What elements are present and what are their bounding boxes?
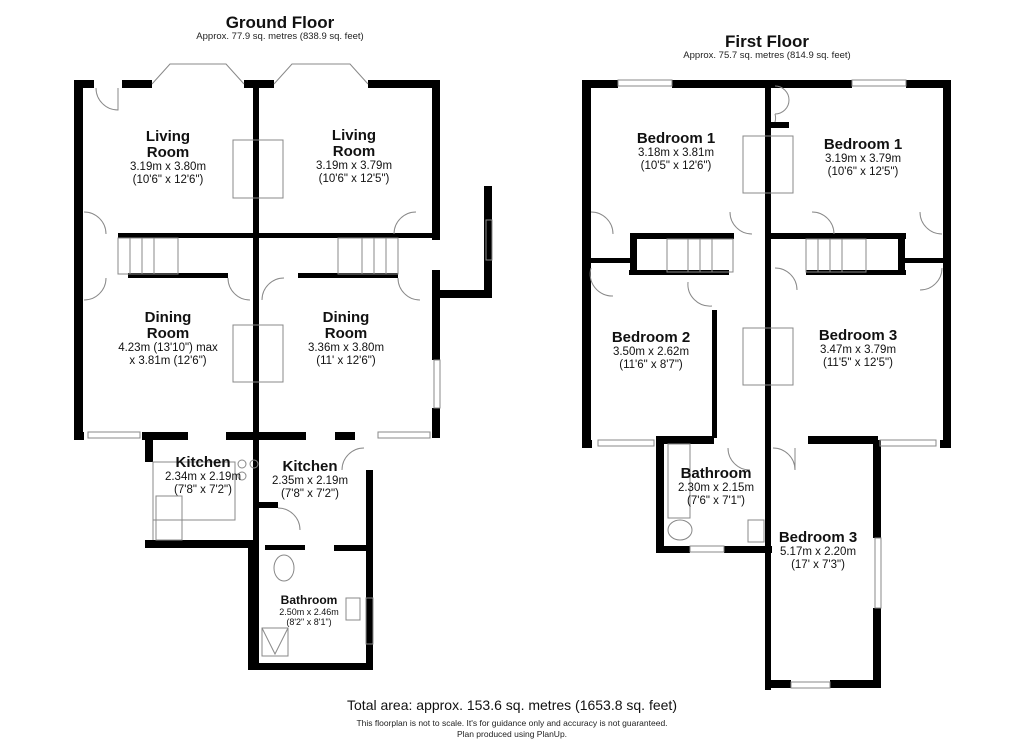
- room-label-kitchen-left: Kitchen 2.34m x 2.19m (7'8" x 7'2"): [164, 454, 242, 497]
- ground-floor-fixtures: [83, 63, 493, 657]
- room-label-bathroom-first: Bathroom 2.30m x 2.15m (7'6" x 7'1"): [677, 465, 755, 508]
- total-area: Total area: approx. 153.6 sq. metres (16…: [347, 697, 677, 713]
- ground-floor-walls: [74, 80, 492, 670]
- room-label-bathroom-ground: Bathroom 2.50m x 2.46m (8'2" x 8'1"): [279, 593, 339, 628]
- ground-floor-title: Ground Floor: [225, 13, 335, 32]
- room-label-dining-room-right: Dining Room 3.36m x 3.80m (11' x 12'6"): [307, 309, 385, 368]
- room-label-bedroom-1-left: Bedroom 1 3.18m x 3.81m (10'5" x 12'6"): [636, 130, 716, 173]
- first-floor-fixtures: [589, 79, 943, 689]
- first-floor-title: First Floor: [724, 32, 810, 51]
- plan-credit: Plan produced using PlanUp.: [456, 729, 568, 739]
- room-label-living-room-left: Living Room 3.19m x 3.80m (10'6" x 12'6"…: [129, 128, 207, 187]
- room-label-bedroom-1-right: Bedroom 1 3.19m x 3.79m (10'6" x 12'5"): [823, 136, 903, 179]
- first-floor-area: Approx. 75.7 sq. metres (814.9 sq. feet): [683, 50, 851, 61]
- room-label-living-room-right: Living Room 3.19m x 3.79m (10'6" x 12'5"…: [315, 127, 393, 186]
- ground-floor-area: Approx. 77.9 sq. metres (838.9 sq. feet): [196, 31, 364, 42]
- room-label-kitchen-right: Kitchen 2.35m x 2.19m (7'8" x 7'2"): [271, 458, 349, 501]
- room-label-bedroom-3-main: Bedroom 3 3.47m x 3.79m (11'5" x 12'5"): [818, 327, 898, 370]
- room-label-bedroom-3-extension: Bedroom 3 5.17m x 2.20m (17' x 7'3"): [778, 529, 858, 572]
- room-label-dining-room-left: Dining Room 4.23m (13'10") max x 3.81m (…: [118, 309, 218, 368]
- disclaimer: This floorplan is not to scale. It's for…: [356, 718, 668, 728]
- room-label-bedroom-2: Bedroom 2 3.50m x 2.62m (11'6" x 8'7"): [611, 329, 691, 372]
